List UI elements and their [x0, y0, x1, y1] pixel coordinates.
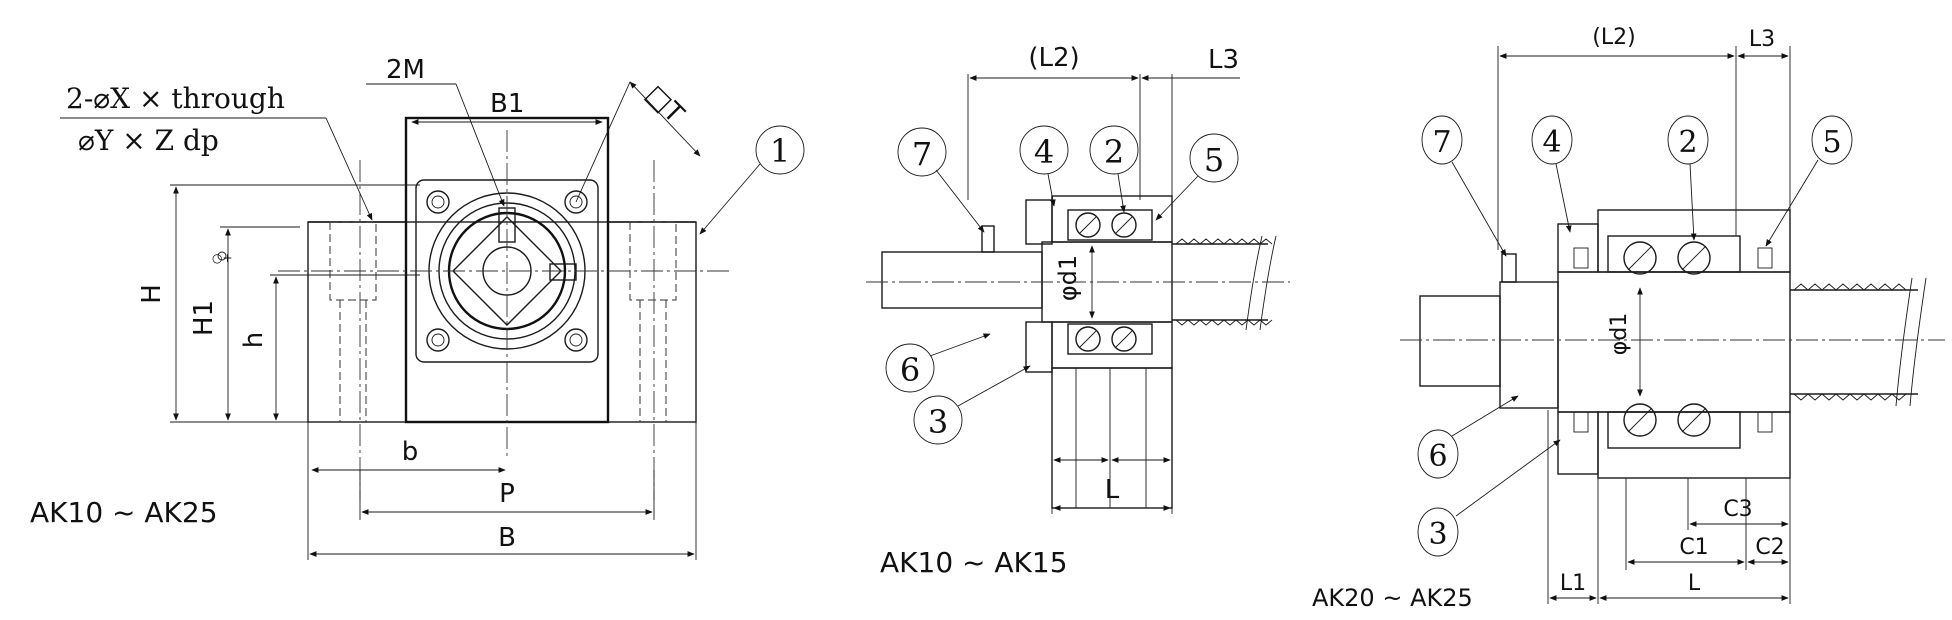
- label-H: H: [137, 284, 167, 304]
- housing-lower: [1051, 321, 1173, 369]
- hole-callout-depth: ⌀Y × Z dp: [78, 124, 219, 157]
- label-H1: H1: [189, 300, 219, 336]
- label-L: L: [1105, 475, 1120, 505]
- part-balloon-3: [1417, 507, 1459, 557]
- label-T: □T: [639, 79, 689, 129]
- part-balloon-6: [1417, 429, 1459, 479]
- part-balloon-3: [913, 395, 963, 445]
- label-h: h: [239, 332, 269, 348]
- part-balloon-5: [1189, 133, 1239, 183]
- small-marker: ○+: [212, 251, 233, 265]
- label-P: P: [499, 479, 515, 509]
- drawing-section-small: φd1 (L2) L3 7 4 2 5 6 3 L: [866, 43, 1290, 579]
- part-number-2: 2: [1104, 133, 1124, 171]
- part-number-6: 6: [1428, 439, 1447, 474]
- part-balloon-2: [1089, 125, 1139, 175]
- bearings-lower: [1573, 403, 1773, 449]
- shaft-flats: [452, 216, 562, 326]
- part-balloon-7: [897, 127, 947, 177]
- part-number-5: 5: [1822, 125, 1841, 160]
- label-L2: (L2): [1592, 25, 1635, 50]
- part-balloon-4: [1019, 125, 1069, 175]
- part-number-6: 6: [900, 351, 920, 389]
- label-2M: 2M: [386, 55, 425, 85]
- housing-upper: [1051, 195, 1173, 243]
- hole-callout-through: 2-⌀X × through: [66, 82, 285, 115]
- lock-ring: [1501, 253, 1517, 283]
- part-balloon-5: [1811, 115, 1853, 165]
- label-C2: C2: [1755, 535, 1784, 560]
- part-number-5: 5: [1204, 141, 1224, 179]
- label-L1: L1: [1560, 571, 1586, 596]
- part-number-7: 7: [912, 135, 932, 173]
- drawing-front-view: 2-⌀X × through ⌀Y × Z dp 2M B1 □T 1 H H1…: [30, 55, 805, 560]
- label-C3: C3: [1723, 497, 1752, 522]
- label-d1: φd1: [1054, 255, 1082, 301]
- label-C1: C1: [1679, 535, 1708, 560]
- flange-screws: [426, 190, 588, 352]
- shaft-end: [881, 251, 1043, 309]
- bearings-upper: [1067, 209, 1153, 241]
- screw-shaft: [1172, 243, 1268, 321]
- series-label-1: AK10 ~ AK25: [30, 496, 218, 529]
- label-L3: L3: [1749, 27, 1775, 52]
- bearings-upper: [1573, 235, 1773, 275]
- part-number-3: 3: [1428, 517, 1447, 552]
- housing-upper: [1597, 209, 1791, 273]
- part-number-3: 3: [928, 403, 948, 441]
- part-number-4: 4: [1034, 133, 1054, 171]
- label-L2: (L2): [1028, 43, 1079, 73]
- label-B1: B1: [490, 89, 524, 119]
- shaft-end: [1419, 295, 1501, 387]
- part-balloon-2: [1667, 115, 1709, 165]
- part-balloon-7: [1421, 115, 1463, 165]
- label-d1: φd1: [1607, 313, 1632, 355]
- housing-lower: [1597, 411, 1791, 479]
- label-L: L: [1688, 571, 1701, 596]
- part-balloon-1: [755, 125, 805, 175]
- counterbore-left: [329, 221, 377, 301]
- lock-ring: [981, 225, 995, 253]
- series-label-2: AK10 ~ AK15: [880, 546, 1068, 579]
- label-b: b: [402, 437, 419, 467]
- shaft-body: [1557, 271, 1791, 413]
- part-balloon-6: [885, 343, 935, 393]
- label-B: B: [498, 523, 516, 553]
- part-number-2: 2: [1678, 125, 1697, 160]
- part-number-4: 4: [1542, 125, 1561, 160]
- label-L3: L3: [1208, 45, 1239, 75]
- bearings-lower: [1067, 323, 1153, 355]
- series-label-3: AK20 ~ AK25: [1312, 584, 1473, 612]
- counterbore-right: [629, 221, 677, 301]
- drawing-section-large: φd1 (L2) L3 7 4 2 5 6 3: [1312, 25, 1945, 612]
- part-number-1: 1: [770, 132, 790, 170]
- part-balloon-4: [1531, 115, 1573, 165]
- part-number-7: 7: [1432, 125, 1451, 160]
